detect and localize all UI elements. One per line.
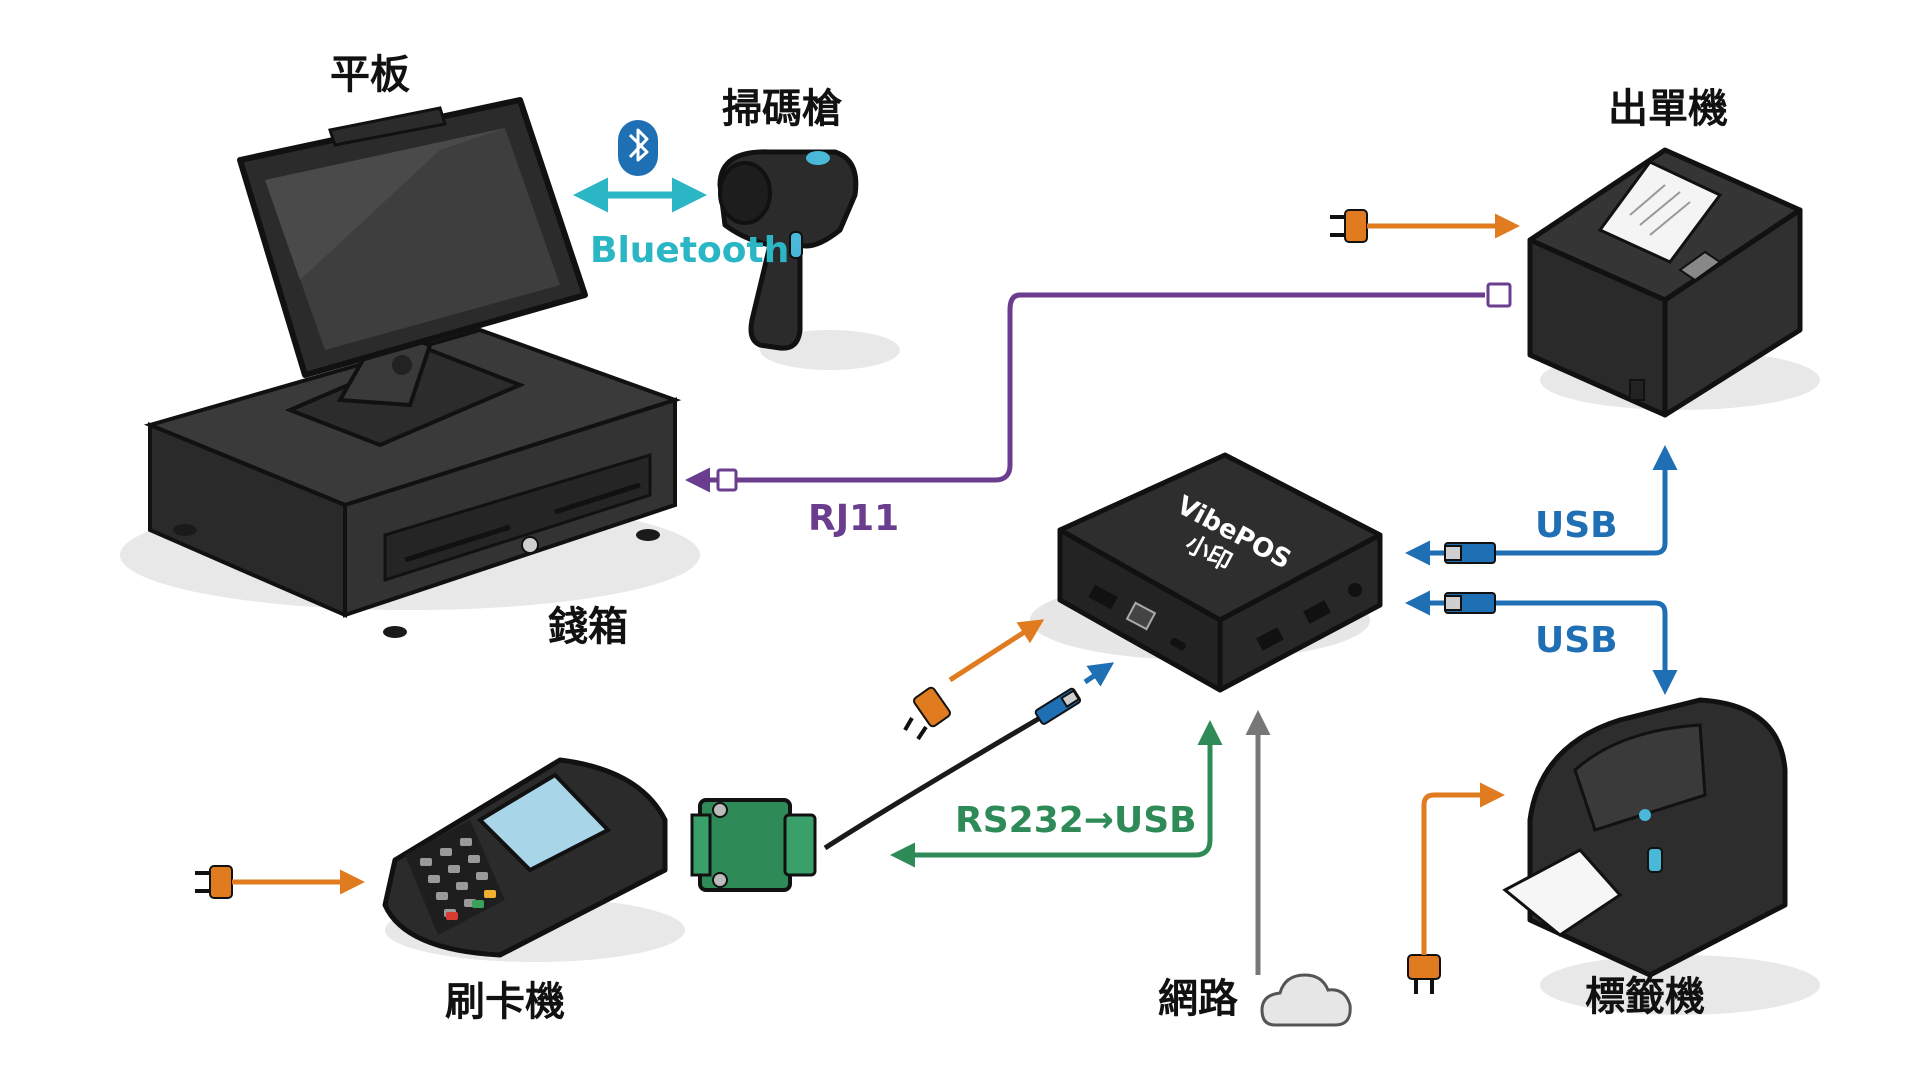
receipt-printer <box>1527 147 1820 418</box>
card-reader-label: 刷卡機 <box>445 979 565 1025</box>
label-printer-label: 標籤機 <box>1585 974 1705 1020</box>
rs232-connection: RS232→USB <box>690 662 1223 892</box>
tablet <box>237 97 588 448</box>
usb-plug-icon <box>1444 592 1496 614</box>
usb-label-1: USB <box>1535 505 1618 546</box>
db9-connector-icon <box>690 798 817 892</box>
bluetooth-label: Bluetooth <box>590 230 789 271</box>
bluetooth-icon <box>618 120 658 176</box>
cloud-icon <box>1260 973 1352 1027</box>
rj11-connection: RJ11 <box>685 282 1512 539</box>
vibepos-hub: VibePOS 小印 <box>1030 452 1383 693</box>
usb-plug-icon <box>1034 687 1082 725</box>
barcode-scanner <box>717 149 900 370</box>
label-printer <box>1502 697 1820 1015</box>
cash-drawer <box>120 327 700 638</box>
scanner-label: 掃碼槍 <box>722 86 843 132</box>
rj11-plug-icon <box>716 468 738 492</box>
cash-drawer-label: 錢箱 <box>548 604 628 650</box>
receipt-printer-label: 出單機 <box>1608 86 1728 132</box>
card-reader <box>382 757 685 962</box>
bluetooth-connection: Bluetooth <box>573 120 789 271</box>
power-plug-icon <box>1330 209 1520 243</box>
power-plug-icon <box>1407 782 1505 994</box>
usb-connection-label: USB <box>1405 590 1678 695</box>
usb-connection-receipt: USB <box>1405 445 1678 566</box>
rs232-label: RS232→USB <box>955 800 1197 841</box>
network-label: 網路 <box>1158 976 1239 1022</box>
power-plug-icon <box>195 865 365 899</box>
network-connection <box>1245 710 1352 1027</box>
rj11-label: RJ11 <box>808 498 899 539</box>
usb-label-2: USB <box>1535 620 1618 661</box>
rj11-plug-icon <box>1486 282 1512 308</box>
tablet-label: 平板 <box>330 52 410 98</box>
power-plug-icon <box>903 619 1045 741</box>
usb-plug-icon <box>1444 542 1496 564</box>
